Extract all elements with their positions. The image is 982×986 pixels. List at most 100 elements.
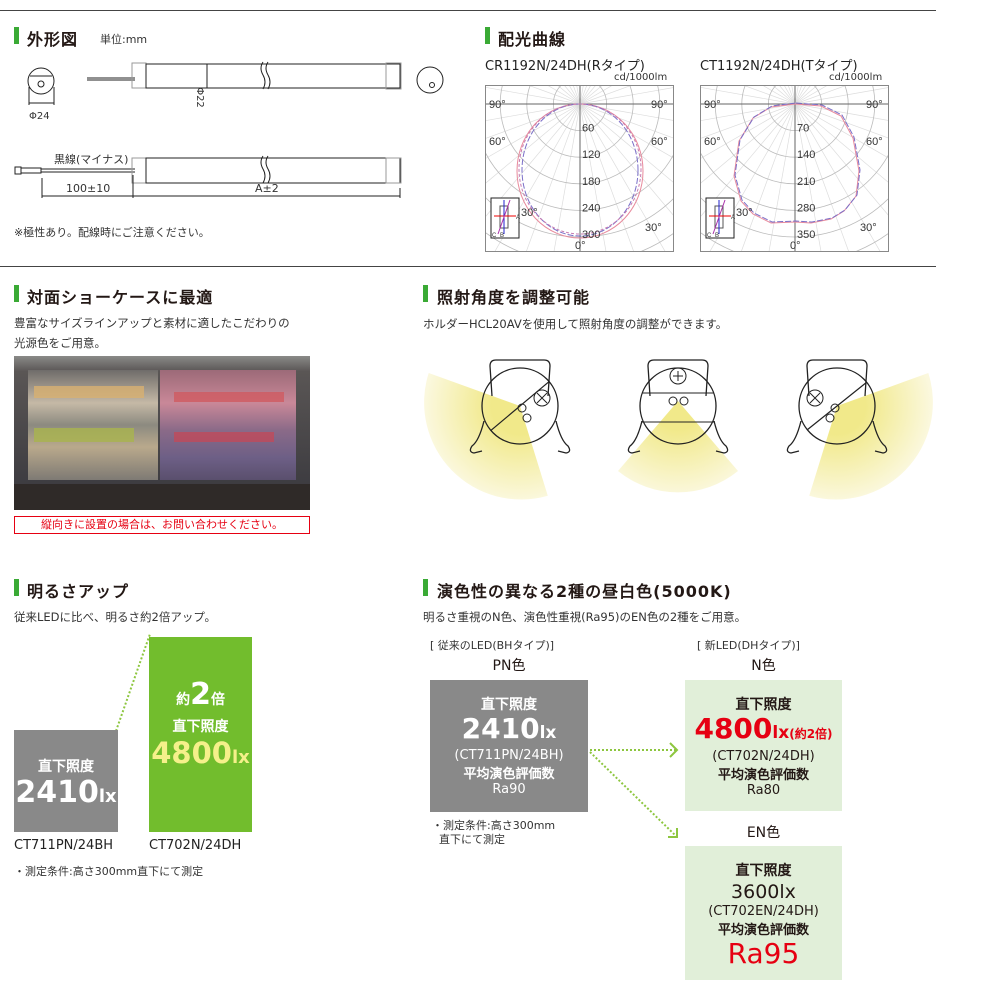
unit-label: cd/1000lm xyxy=(829,72,883,83)
color-text: 明るさ重視のN色、演色性重視(Ra95)のEN色の2種をご用意。 xyxy=(423,610,747,624)
divider xyxy=(0,266,936,267)
showcase-text: 光源色をご用意。 xyxy=(14,336,106,350)
lux-value: 3600 xyxy=(731,881,780,903)
pn-box: 直下照度 2410lx (CT711PN/24BH) 平均演色評価数 Ra90 xyxy=(430,680,588,812)
measure-note: ・測定条件:高さ300mm xyxy=(432,819,556,832)
old-led-heading: [ 従来のLED(BHタイプ)] xyxy=(430,639,555,652)
outline-title: 外形図 xyxy=(27,30,79,49)
angle-label: 0° xyxy=(790,240,801,252)
lux-unit: lx xyxy=(539,723,557,743)
ring-label: 210 xyxy=(797,176,815,188)
ra-value: Ra90 xyxy=(492,782,526,797)
ring-label: 180 xyxy=(582,176,600,188)
lux-label: 直下照度 xyxy=(172,719,229,735)
holder-straight xyxy=(618,359,738,493)
ring-label: 240 xyxy=(582,202,600,214)
dim-phi22: Φ22 xyxy=(193,87,205,108)
angle-label: 90° xyxy=(866,99,883,111)
n-box: 直下照度 4800lx(約2倍) (CT702N/24DH) 平均演色評価数 R… xyxy=(685,680,842,811)
ring-label: 70 xyxy=(797,123,809,135)
wire-label: 黒線(マイナス) xyxy=(54,153,129,166)
ratio-prefix: 約 xyxy=(176,692,191,708)
section-marker xyxy=(485,27,490,44)
legend-label: B xyxy=(500,233,504,239)
bright-title: 明るさアップ xyxy=(27,582,130,601)
showcase-title: 対面ショーケースに最適 xyxy=(27,288,214,307)
measure-note: ・測定条件:高さ300mm直下にて測定 xyxy=(14,865,204,878)
holder-tilt-right xyxy=(786,359,933,500)
angle-label: 30° xyxy=(860,222,877,234)
angle-label: 90° xyxy=(651,99,668,111)
lux-unit: lx xyxy=(772,723,790,743)
ring-label: 280 xyxy=(797,202,815,214)
model: (CT702N/24DH) xyxy=(712,749,815,764)
section-marker xyxy=(14,579,19,596)
en-box: 直下照度 3600lx (CT702EN/24DH) 平均演色評価数 Ra95 xyxy=(685,846,842,980)
model: (CT702EN/24DH) xyxy=(708,904,819,919)
unit-label: 単位:mm xyxy=(100,33,148,46)
ring-label: 60 xyxy=(582,123,594,135)
angle-title: 照射角度を調整可能 xyxy=(437,288,591,307)
ring-label: 350 xyxy=(797,229,815,241)
en-name: EN色 xyxy=(746,825,781,841)
polar-chart-label: CT1192N/24DH(Tタイプ) xyxy=(700,59,858,74)
legend-label: C xyxy=(707,233,712,239)
angle-label: 30° xyxy=(736,207,753,219)
bright-text: 従来LEDに比べ、明るさ約2倍アップ。 xyxy=(14,610,216,624)
ring-label: 300 xyxy=(582,229,600,241)
model: (CT711PN/24BH) xyxy=(454,748,564,763)
n-name: N色 xyxy=(751,658,776,674)
pn-name: PN色 xyxy=(492,658,526,674)
angle-label: 60° xyxy=(651,136,668,148)
lux-value: 4800 xyxy=(694,712,773,745)
divider xyxy=(0,10,936,11)
light-dist-title: 配光曲線 xyxy=(498,30,567,49)
new-lux-box: 約2倍 直下照度 4800lx xyxy=(149,637,252,832)
angle-label: 60° xyxy=(866,136,883,148)
holder-tilt-left xyxy=(424,359,571,500)
curve-b xyxy=(734,102,861,223)
angle-label: 90° xyxy=(704,99,721,111)
legend-label: A xyxy=(516,215,520,221)
ratio-number: 2 xyxy=(190,677,211,712)
unit-label: cd/1000lm xyxy=(614,72,668,83)
arrows xyxy=(589,742,679,838)
angle-text: ホルダーHCL20AVを使用して照射角度の調整ができます。 xyxy=(423,317,728,331)
angle-label: 0° xyxy=(575,240,586,252)
lux-value: 2410 xyxy=(461,712,540,745)
ring-label: 120 xyxy=(582,149,600,161)
angle-label: 30° xyxy=(521,207,538,219)
lux-unit: lx xyxy=(779,881,796,903)
ra-label: 平均演色評価数 xyxy=(717,923,809,938)
legend-label: B xyxy=(715,233,719,239)
new-model: CT702N/24DH xyxy=(149,838,242,853)
lux-label: 直下照度 xyxy=(735,697,792,713)
angle-label: 60° xyxy=(704,136,721,148)
old-model: CT711PN/24BH xyxy=(14,838,114,853)
lux-label: 直下照度 xyxy=(38,759,94,775)
lux-value: 2410 xyxy=(15,775,99,810)
dotted-connector xyxy=(115,633,151,732)
holder-diagrams xyxy=(424,359,933,500)
ra-value: Ra95 xyxy=(727,937,800,970)
legend-label: A xyxy=(731,215,735,221)
ratio-note: (約2倍) xyxy=(789,727,833,741)
ratio-suffix: 倍 xyxy=(210,692,225,708)
showcase-text: 豊富なサイズラインアップと素材に適したこだわりの xyxy=(14,316,290,330)
color-title: 演色性の異なる2種の昼白色(5000K) xyxy=(437,582,732,601)
dim-length: A±2 xyxy=(255,182,279,195)
lux-value: 4800 xyxy=(151,736,232,770)
showcase-photo xyxy=(14,356,310,510)
section-marker xyxy=(14,27,19,44)
angle-label: 90° xyxy=(489,99,506,111)
polarity-note: ※極性あり。配線時にご注意ください。 xyxy=(14,226,210,239)
new-led-heading: [ 新LED(DHタイプ)] xyxy=(697,639,800,652)
ra-value: Ra80 xyxy=(746,783,781,798)
legend-label: C xyxy=(492,233,497,239)
dim-lead: 100±10 xyxy=(66,182,111,195)
section-marker xyxy=(423,579,428,596)
angle-label: 30° xyxy=(645,222,662,234)
ra-label: 平均演色評価数 xyxy=(717,768,809,783)
lux-label: 直下照度 xyxy=(481,697,537,713)
